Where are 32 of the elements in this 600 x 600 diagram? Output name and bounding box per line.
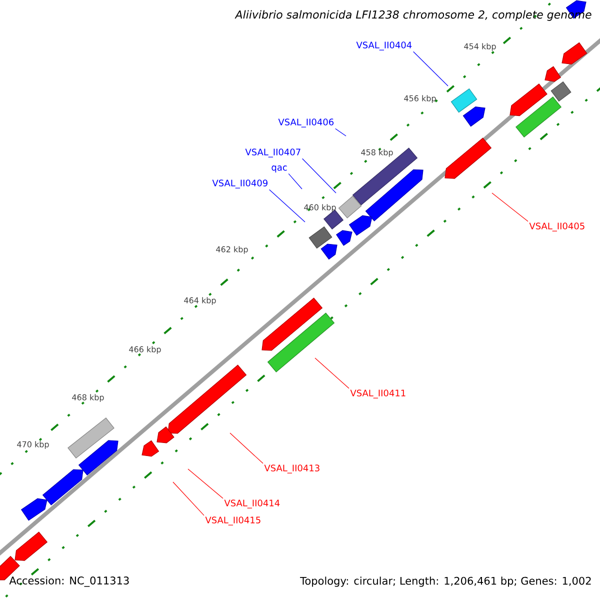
gene-label: VSAL_II0415 — [205, 516, 260, 526]
leader-line — [335, 128, 346, 136]
leader-line — [413, 51, 448, 86]
tick-label: 468 kbp — [72, 394, 104, 402]
gene-label: VSAL_II0404 — [356, 42, 412, 50]
leader-line — [172, 482, 204, 516]
gene-label: VSAL_II0414 — [224, 500, 280, 508]
leader-line — [492, 192, 528, 222]
leader-line — [230, 432, 264, 464]
gene-label: VSAL_II0413 — [264, 464, 320, 474]
tick-label: 466 kbp — [129, 346, 161, 354]
gene-label: VSAL_II0405 — [529, 222, 584, 232]
gene-label: VSAL_II0411 — [350, 390, 406, 398]
leader-line — [188, 468, 224, 499]
tick-label: 460 kbp — [304, 204, 336, 212]
title: Aliivibrio salmonicida LFI1238 chromosome 2, complete genome — [234, 10, 592, 21]
tick-label: 454 kbp — [464, 43, 496, 51]
footer-text: Topology: circular; Length: 1,206,461 bp; Genes: 1,002 — [300, 576, 591, 587]
leader-line — [269, 189, 306, 222]
tick-label: 464 kbp — [184, 297, 216, 305]
tick-label: 458 kbp — [361, 149, 393, 157]
gene-label: VSAL_II0407 — [245, 148, 300, 158]
leader-line — [314, 358, 350, 389]
tick-label: 456 kbp — [404, 95, 436, 103]
tick-label: 462 kbp — [216, 246, 248, 254]
gene-label: qac — [272, 166, 287, 172]
leader-line — [288, 173, 302, 190]
leader-line — [302, 158, 336, 194]
footer-text: Accession: NC_011313 — [9, 576, 129, 587]
tick-label: 470 kbp — [17, 441, 49, 449]
gene-label: VSAL_II0409 — [212, 180, 268, 188]
gene-label: VSAL_II0406 — [278, 118, 334, 128]
